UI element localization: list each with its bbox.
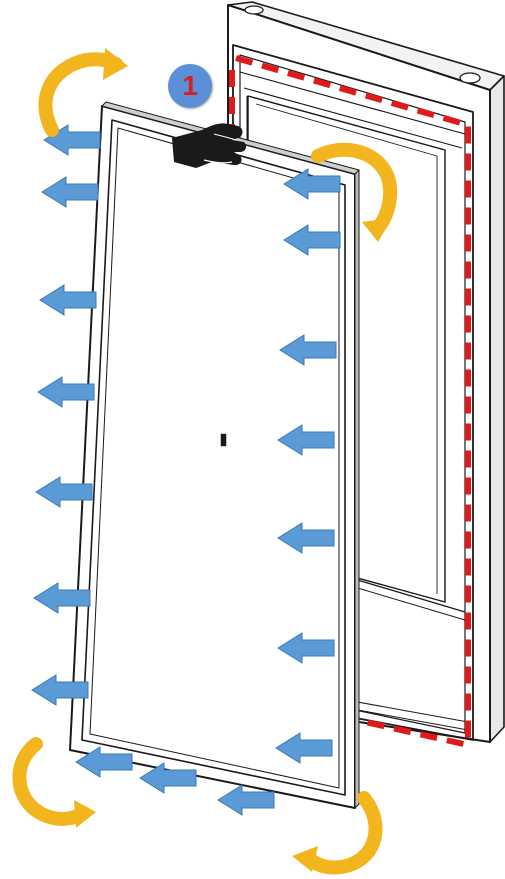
arrow-left-icon <box>31 674 89 706</box>
curved-rotate-arrow-icon <box>362 218 392 242</box>
arrow-left-icon <box>275 732 333 764</box>
arrow-left-icon <box>279 334 337 366</box>
glass-door-panel <box>69 101 360 809</box>
curved-rotate-arrow-icon <box>292 846 318 872</box>
step-number: 1 <box>182 70 198 101</box>
push-arrows <box>31 124 341 816</box>
arrow-left-icon <box>41 176 99 208</box>
arrow-left-icon <box>75 746 133 778</box>
curved-rotate-arrow-icon <box>12 737 89 826</box>
hand-grip-icon <box>172 123 247 168</box>
arrow-left-icon <box>217 784 275 816</box>
arrow-left-icon <box>277 522 335 554</box>
curved-rotate-arrow-icon <box>74 800 96 828</box>
arrow-left-icon <box>33 582 91 614</box>
step-number-badge: 1 <box>168 64 212 108</box>
arrow-left-icon <box>37 376 95 408</box>
arrow-left-icon <box>283 168 341 200</box>
arrow-left-icon <box>283 224 341 256</box>
rotate-arrows <box>12 48 398 875</box>
arrow-left-icon <box>277 632 335 664</box>
curved-rotate-arrow-icon <box>103 48 128 80</box>
curved-rotate-arrow-icon <box>301 791 383 875</box>
arrow-left-icon <box>277 424 335 456</box>
arrow-left-icon <box>39 284 97 316</box>
arrow-left-icon <box>35 476 93 508</box>
arrow-left-icon <box>139 762 197 794</box>
curved-rotate-arrow-icon <box>311 142 398 235</box>
